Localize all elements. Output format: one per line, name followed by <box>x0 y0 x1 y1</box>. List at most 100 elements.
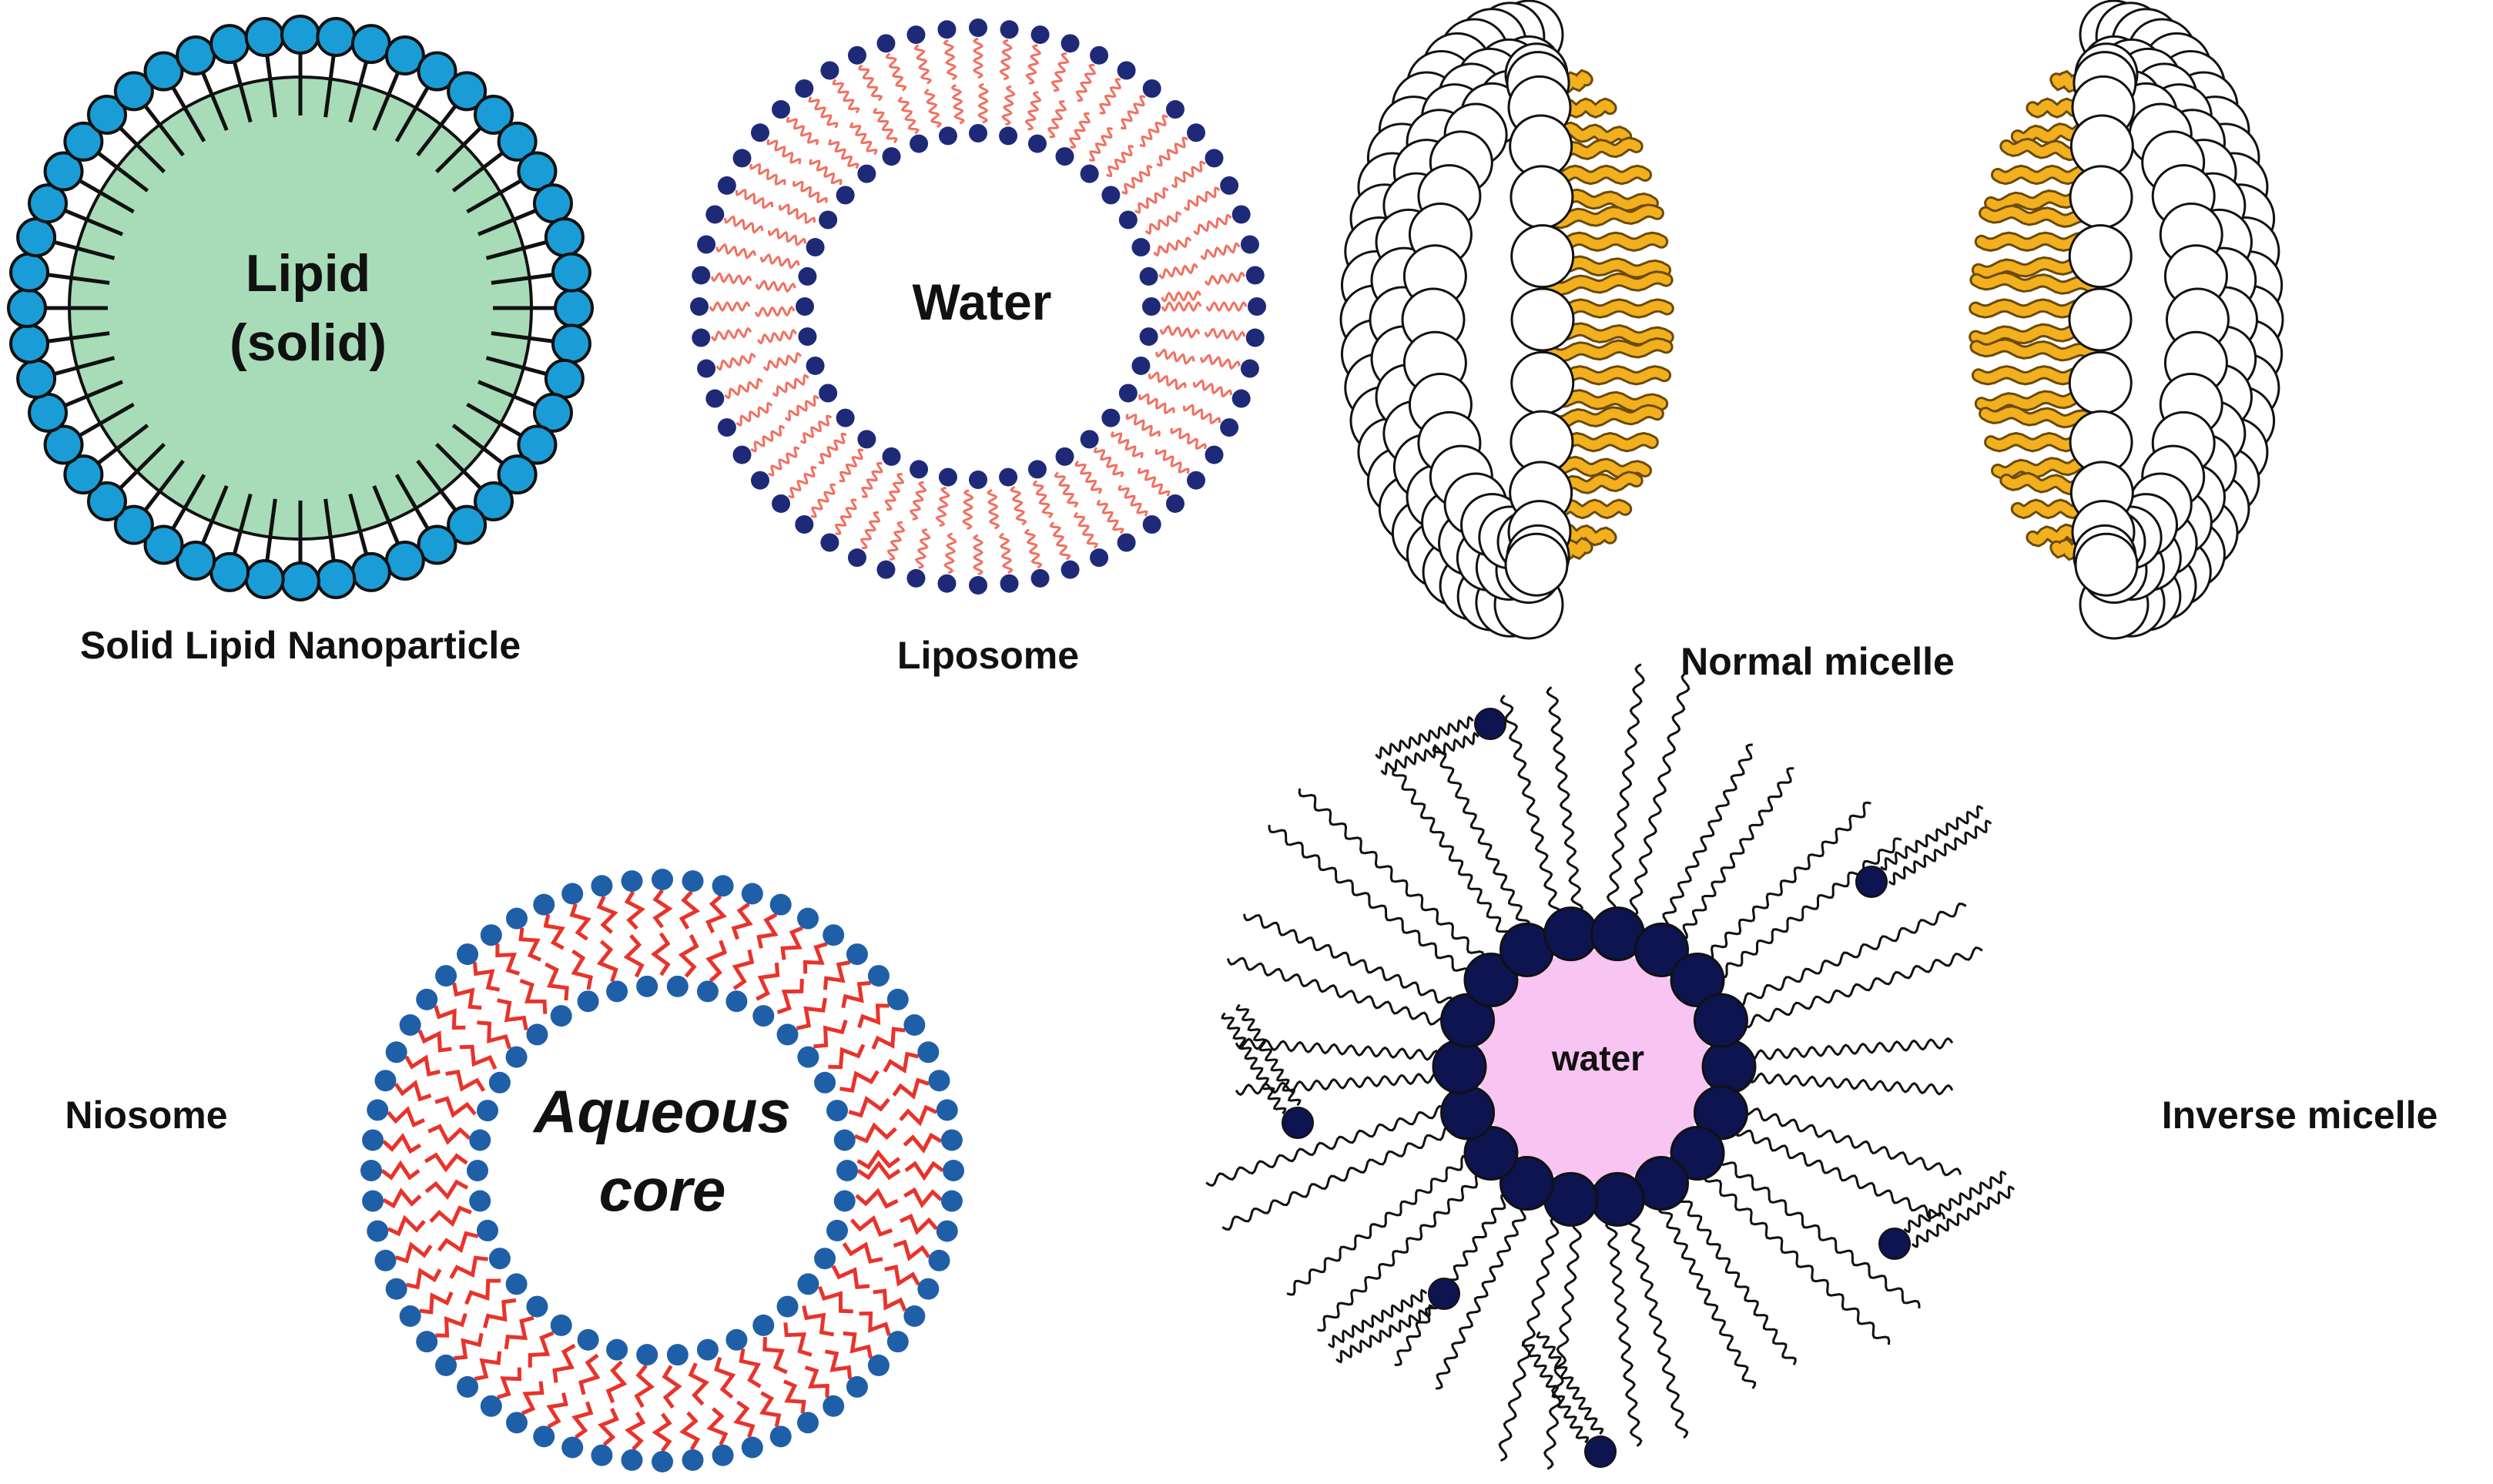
liposome-outer-head <box>1220 176 1239 195</box>
niosome-inner-tail <box>828 1043 866 1070</box>
liposome-inner-tail <box>935 486 950 528</box>
free-surfactant-head <box>1428 1278 1460 1310</box>
liposome-inner-head <box>999 126 1018 146</box>
liposome-inner-tail <box>1088 127 1113 162</box>
inverse-micelle-tail <box>1704 1174 1891 1345</box>
niosome-outer-head <box>374 1249 397 1271</box>
liposome-inner-tail <box>759 253 800 270</box>
sln-lipid-tail <box>116 443 166 492</box>
liposome-outer-tail <box>1096 499 1124 534</box>
niosome-inner-head <box>550 1005 572 1027</box>
sln-lipid-tail <box>169 474 206 533</box>
niosome-outer-tail <box>417 1030 452 1053</box>
niosome-outer-head <box>867 1354 890 1376</box>
niosome-inner-tail <box>802 1305 835 1337</box>
liposome-outer-head <box>772 494 791 513</box>
liposome-outer-tail <box>710 327 752 342</box>
sln-lipid-head <box>113 504 154 545</box>
niosome-inner-head <box>488 1248 511 1270</box>
niosome-outer-tail <box>900 1214 938 1235</box>
liposome-outer-head <box>1142 79 1161 98</box>
niosome-outer-head <box>940 1129 963 1151</box>
liposome-inner-tail <box>1001 85 1016 126</box>
niosome-outer-tail <box>404 1054 441 1077</box>
niosome-outer-head <box>362 1190 384 1212</box>
sln-lipid-tail <box>348 493 370 558</box>
niosome-inner-head <box>467 1160 488 1181</box>
niosome-inner-tail <box>449 1255 488 1279</box>
niosome-inner-tail <box>424 1179 469 1201</box>
liposome-outer-head <box>795 79 814 98</box>
liposome-inner-head <box>806 238 825 257</box>
sln-lipid-tail <box>485 356 551 377</box>
sln-lipid-tail <box>348 58 370 123</box>
liposome-inner-tail <box>1032 480 1054 519</box>
sln-lipid-head <box>350 551 391 592</box>
niosome-outer-tail <box>387 1214 426 1237</box>
liposome-outer-head <box>937 574 957 593</box>
liposome-outer-tail <box>735 188 774 209</box>
liposome-outer-head <box>1142 515 1161 534</box>
niosome-inner-tail <box>429 1205 472 1228</box>
niosome-outer-tail <box>382 1133 421 1154</box>
free-surfactant-head <box>1474 708 1506 740</box>
inverse-micelle-head <box>1701 1039 1757 1094</box>
free-surfactant-tail <box>1521 1339 1590 1444</box>
liposome-inner-tail <box>1010 486 1027 526</box>
sln-lipid-tail <box>44 331 110 344</box>
liposome-outer-head <box>732 445 752 464</box>
inverse-micelle-water-core <box>1479 951 1710 1182</box>
inverse-micelle-tail <box>1606 663 1645 914</box>
inverse-micelle-tail <box>1680 767 1794 940</box>
niosome-outer-head <box>367 1099 389 1121</box>
niosome-outer-head <box>652 1451 673 1472</box>
niosome-inner-tail <box>651 932 671 976</box>
niosome-outer-tail <box>495 943 521 976</box>
liposome-outer-tail <box>1099 78 1122 115</box>
niosome-outer-head <box>823 924 845 946</box>
sln-lipid-head <box>143 51 184 92</box>
niosome-outer-head <box>399 1014 421 1036</box>
sln-lipid-tail <box>394 83 431 142</box>
sln-lipid-tail <box>372 69 401 131</box>
sln-lipid-tail <box>394 474 431 533</box>
liposome-inner-head <box>1139 266 1158 286</box>
liposome-inner-tail <box>1125 414 1161 437</box>
inverse-micelle-tail <box>1747 1037 1954 1062</box>
liposome-inner-head <box>819 210 838 229</box>
inverse-micelle-head <box>1463 1125 1519 1181</box>
micelle-left-half-tail <box>1547 273 1671 293</box>
inverse-micelle-tail <box>1741 946 1983 1029</box>
niosome-outer-tail <box>596 895 618 934</box>
sln-lipid-head <box>350 24 391 65</box>
sln-lipid-head <box>143 524 184 565</box>
sln-lipid-head <box>244 558 285 599</box>
inverse-micelle-tail <box>1392 768 1511 940</box>
inverse-micelle-tail <box>1677 1194 1797 1365</box>
sln-lipid-tail <box>323 498 337 564</box>
liposome-outer-head <box>717 418 736 437</box>
sln-lipid-head <box>28 183 69 224</box>
liposome-outer-tail <box>750 424 786 453</box>
liposome-outer-head <box>969 576 987 595</box>
niosome-outer-tail <box>652 1412 672 1452</box>
inverse-micelle-head <box>1543 906 1599 962</box>
micelle-left-half-tail <box>1547 406 1662 427</box>
niosome-inner-tail <box>605 1360 628 1404</box>
inverse-micelle-illustration <box>1205 663 2016 1470</box>
niosome-outer-tail <box>543 913 566 950</box>
liposome-inner-tail <box>1155 348 1195 365</box>
inverse-micelle-tail <box>1499 694 1562 918</box>
inverse-micelle-head <box>1440 993 1496 1048</box>
free-surfactant-head <box>1878 1228 1911 1260</box>
niosome-inner-head <box>606 980 628 1003</box>
inverse-micelle-head <box>1590 1171 1645 1227</box>
free-surfactant-tail <box>1911 1185 2016 1248</box>
liposome-outer-tail <box>913 44 933 85</box>
liposome-outer-head <box>906 25 926 45</box>
sln-lipid-head <box>28 392 69 433</box>
liposome-inner-head <box>836 186 855 205</box>
niosome-inner-tail <box>519 979 548 1014</box>
